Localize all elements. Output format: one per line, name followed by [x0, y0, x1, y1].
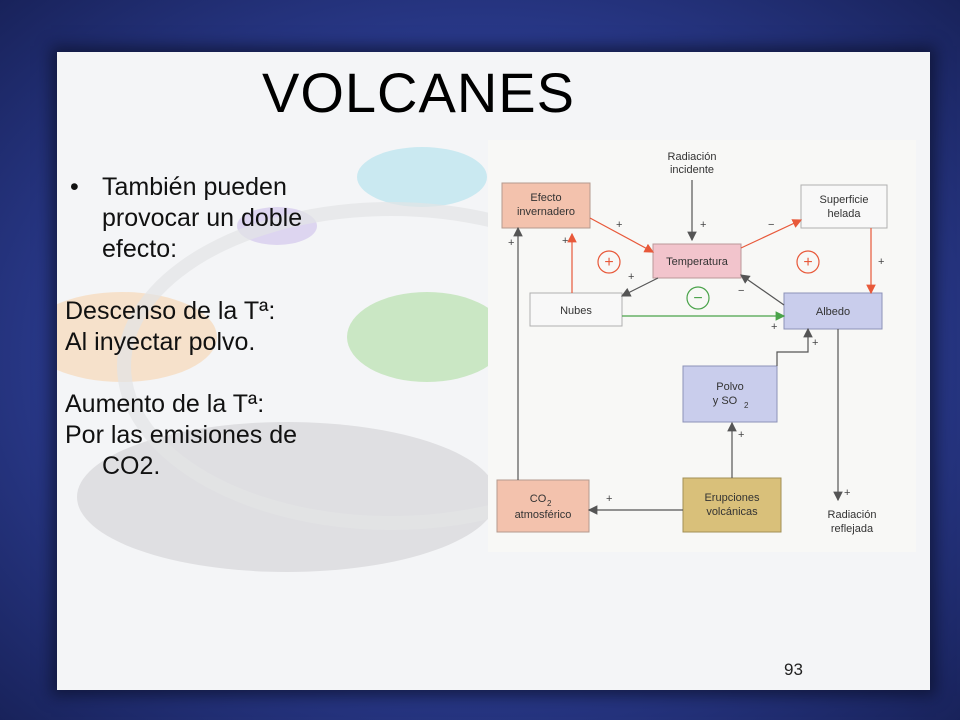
bullet-dot-icon: •: [70, 173, 79, 201]
box-polvo: [682, 365, 778, 423]
box-erupciones: [682, 477, 782, 533]
positive-loop-icon: [796, 250, 820, 274]
polvo-line1: Polvo: [716, 381, 744, 393]
bullet-item: • También pueden provocar un doble efect…: [65, 172, 375, 265]
spacer: [65, 265, 375, 296]
sign-plus: +: [738, 429, 744, 441]
sign-plus: +: [628, 271, 634, 283]
arrow-polvo-albedo: [776, 327, 813, 366]
polvo-line2: y SO: [713, 395, 738, 407]
erupciones-line1: Erupciones: [704, 492, 760, 504]
co2-subscript: 2: [547, 499, 552, 508]
box-superficie-helada: [800, 184, 888, 229]
superficie-line1: Superficie: [820, 194, 869, 206]
box-temperatura: [652, 243, 742, 279]
diagram-svg: Radiación incidente + Efecto invernadero…: [496, 151, 888, 535]
aumento-label: Aumento de la Tª:: [65, 390, 265, 418]
negative-loop-icon: [686, 286, 710, 310]
descenso-text: Al inyectar polvo.: [65, 328, 256, 356]
sign-plus: +: [878, 256, 884, 268]
feedback-diagram: Radiación incidente + Efecto invernadero…: [488, 140, 916, 552]
sign-plus: +: [606, 493, 612, 505]
aumento-text-line1: Por las emisiones de: [65, 421, 298, 449]
sign-plus: +: [812, 337, 818, 349]
aumento-text-line2: CO2.: [102, 452, 161, 480]
bullet-text: También pueden provocar un doble efecto:: [102, 173, 303, 263]
box-nubes: [529, 292, 623, 327]
bg-disc-cyan: [357, 147, 487, 207]
sign-plus: +: [616, 219, 622, 231]
box-efecto-invernadero: [501, 182, 591, 229]
page-number: 93: [784, 660, 803, 679]
slide-body: • También pueden provocar un doble efect…: [65, 172, 375, 482]
erupciones-line2: volcánicas: [706, 506, 758, 518]
albedo-label: Albedo: [816, 306, 850, 318]
slide-title: VOLCANES: [262, 61, 575, 124]
sign-minus: −: [768, 219, 774, 231]
positive-loop-symbol: +: [803, 254, 812, 271]
nubes-label: Nubes: [560, 305, 592, 317]
radiacion-incidente-line1: Radiación: [668, 151, 717, 163]
co2-line2: atmosférico: [515, 509, 572, 521]
temperatura-label: Temperatura: [666, 256, 729, 268]
efecto-line1: Efecto: [530, 192, 561, 204]
arrow-temperatura-nubes: [620, 277, 659, 297]
efecto-line2: invernadero: [517, 206, 575, 218]
co2-line1: CO: [530, 493, 547, 505]
negative-loop-symbol: −: [693, 290, 702, 307]
radiacion-incidente-line2: incidente: [670, 164, 714, 176]
arrow-albedo-temperatura: [740, 274, 785, 306]
box-albedo: [783, 292, 883, 330]
positive-loop-icon: [597, 250, 621, 274]
sign-minus: −: [738, 285, 744, 297]
sign-plus: +: [844, 487, 850, 499]
slide-canvas: VOLCANES • También pueden provocar un do…: [57, 52, 930, 690]
arrow-temperatura-superficie: [740, 219, 803, 249]
polvo-subscript: 2: [744, 401, 749, 410]
positive-loop-symbol: +: [604, 254, 613, 271]
arrow-efecto-temperatura: [589, 217, 655, 253]
sign-plus: +: [771, 321, 777, 333]
sign-plus: +: [700, 219, 706, 231]
radiacion-reflejada-line1: Radiación: [828, 509, 877, 521]
box-co2: [496, 479, 590, 533]
superficie-line2: helada: [827, 208, 861, 220]
sign-plus: +: [562, 235, 568, 247]
descenso-label: Descenso de la Tª:: [65, 297, 276, 325]
sign-plus: +: [508, 237, 514, 249]
spacer: [65, 358, 375, 389]
radiacion-reflejada-line2: reflejada: [831, 523, 874, 535]
